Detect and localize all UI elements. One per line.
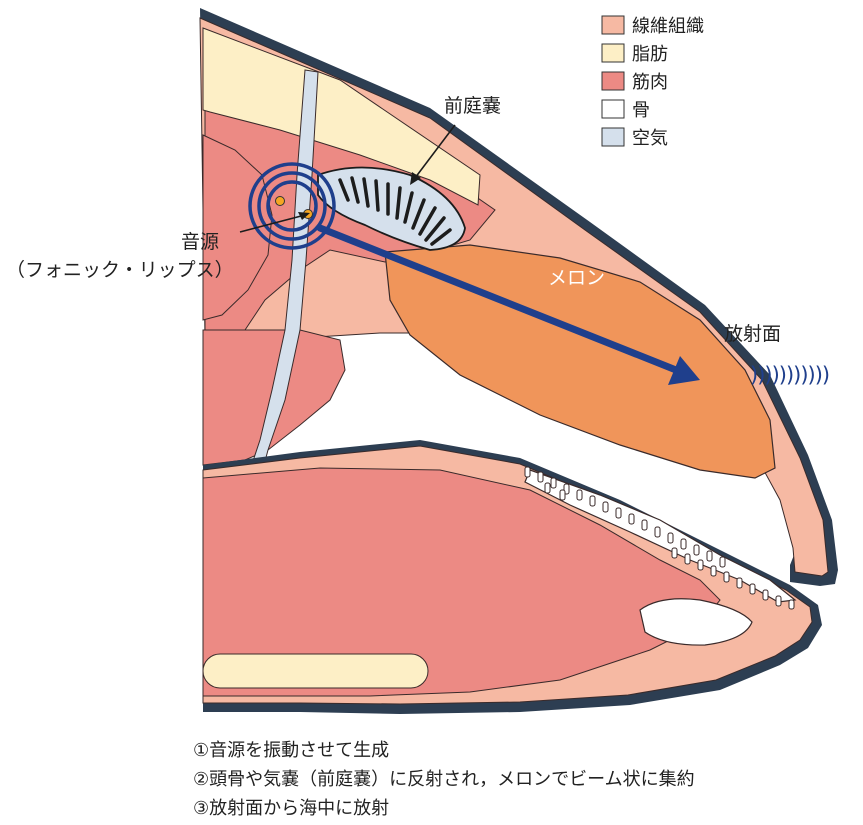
legend-label-muscle: 筋肉 <box>632 72 668 93</box>
fat-lower <box>203 654 428 688</box>
radiating-surface-label: 放射面 <box>724 323 781 345</box>
note-step-3: ③放射面から海中に放射 <box>193 794 695 823</box>
phonic-lip-dot-left <box>276 197 285 206</box>
legend-swatch-air <box>602 128 624 146</box>
vestibular-sac-label: 前庭嚢 <box>444 95 501 117</box>
phonic-lips-label: （フォニック・リップス） <box>6 259 234 281</box>
sound-source-label: 音源 <box>181 231 219 253</box>
sound-waves: ))))))))))) <box>750 363 829 387</box>
legend-label-air: 空気 <box>632 128 668 149</box>
note-step-2: ②頭骨や気嚢（前庭嚢）に反射され，メロンでビーム状に集約 <box>193 765 695 794</box>
legend-swatch-fat <box>602 44 624 62</box>
note-step-1: ①音源を振動させて生成 <box>193 736 695 765</box>
legend-label-bone: 骨 <box>632 100 650 121</box>
legend-swatch-muscle <box>602 72 624 90</box>
melon-label: メロン <box>548 267 605 289</box>
notes-list: ①音源を振動させて生成 ②頭骨や気嚢（前庭嚢）に反射され，メロンでビーム状に集約… <box>193 736 695 823</box>
legend: 線維組織 脂肪 筋肉 骨 空気 <box>602 16 704 149</box>
legend-label-fat: 脂肪 <box>632 44 668 65</box>
legend-swatch-fibrous <box>602 16 624 34</box>
legend-label-fibrous: 線維組織 <box>632 16 704 37</box>
legend-swatch-bone <box>602 100 624 118</box>
